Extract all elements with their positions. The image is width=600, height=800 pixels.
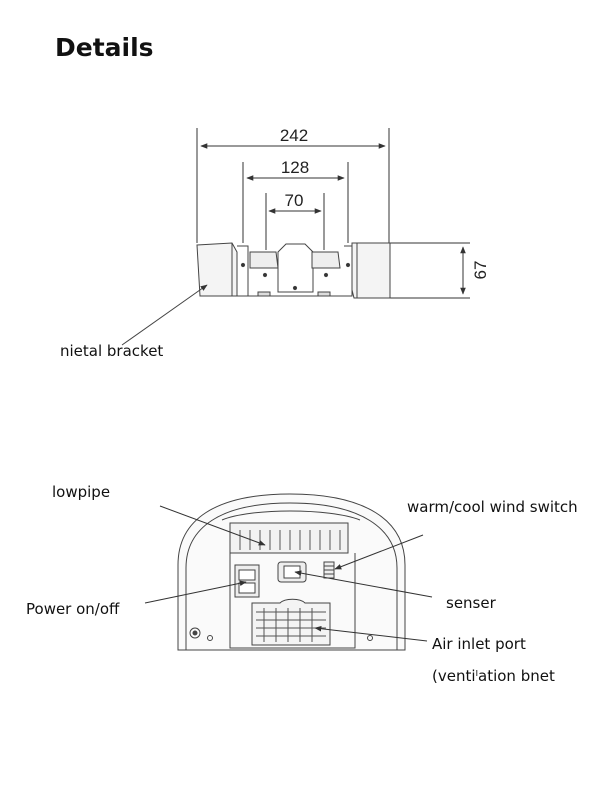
metal-bracket-drawing: [121, 242, 391, 346]
dimension-128: 128: [281, 158, 309, 177]
hand-dryer-drawing: [177, 493, 406, 651]
label-sensor: senser: [446, 594, 497, 612]
label-power: Power on/off: [26, 600, 120, 618]
label-wind-switch: warm/cool wind switch: [407, 498, 578, 516]
label-ventilation: (ventiˡation bnet: [432, 667, 555, 685]
page-title: Details: [55, 33, 154, 62]
dimension-70: 70: [285, 191, 304, 210]
label-air-inlet: Air inlet port: [432, 635, 526, 653]
dimension-lines: [196, 128, 470, 299]
dimension-242: 242: [280, 126, 308, 145]
label-metal-bracket: nietal bracket: [60, 342, 163, 360]
dimension-67: 67: [471, 261, 490, 280]
callout-lines: [144, 505, 433, 642]
label-blowpipe: lowpipe: [52, 483, 110, 501]
